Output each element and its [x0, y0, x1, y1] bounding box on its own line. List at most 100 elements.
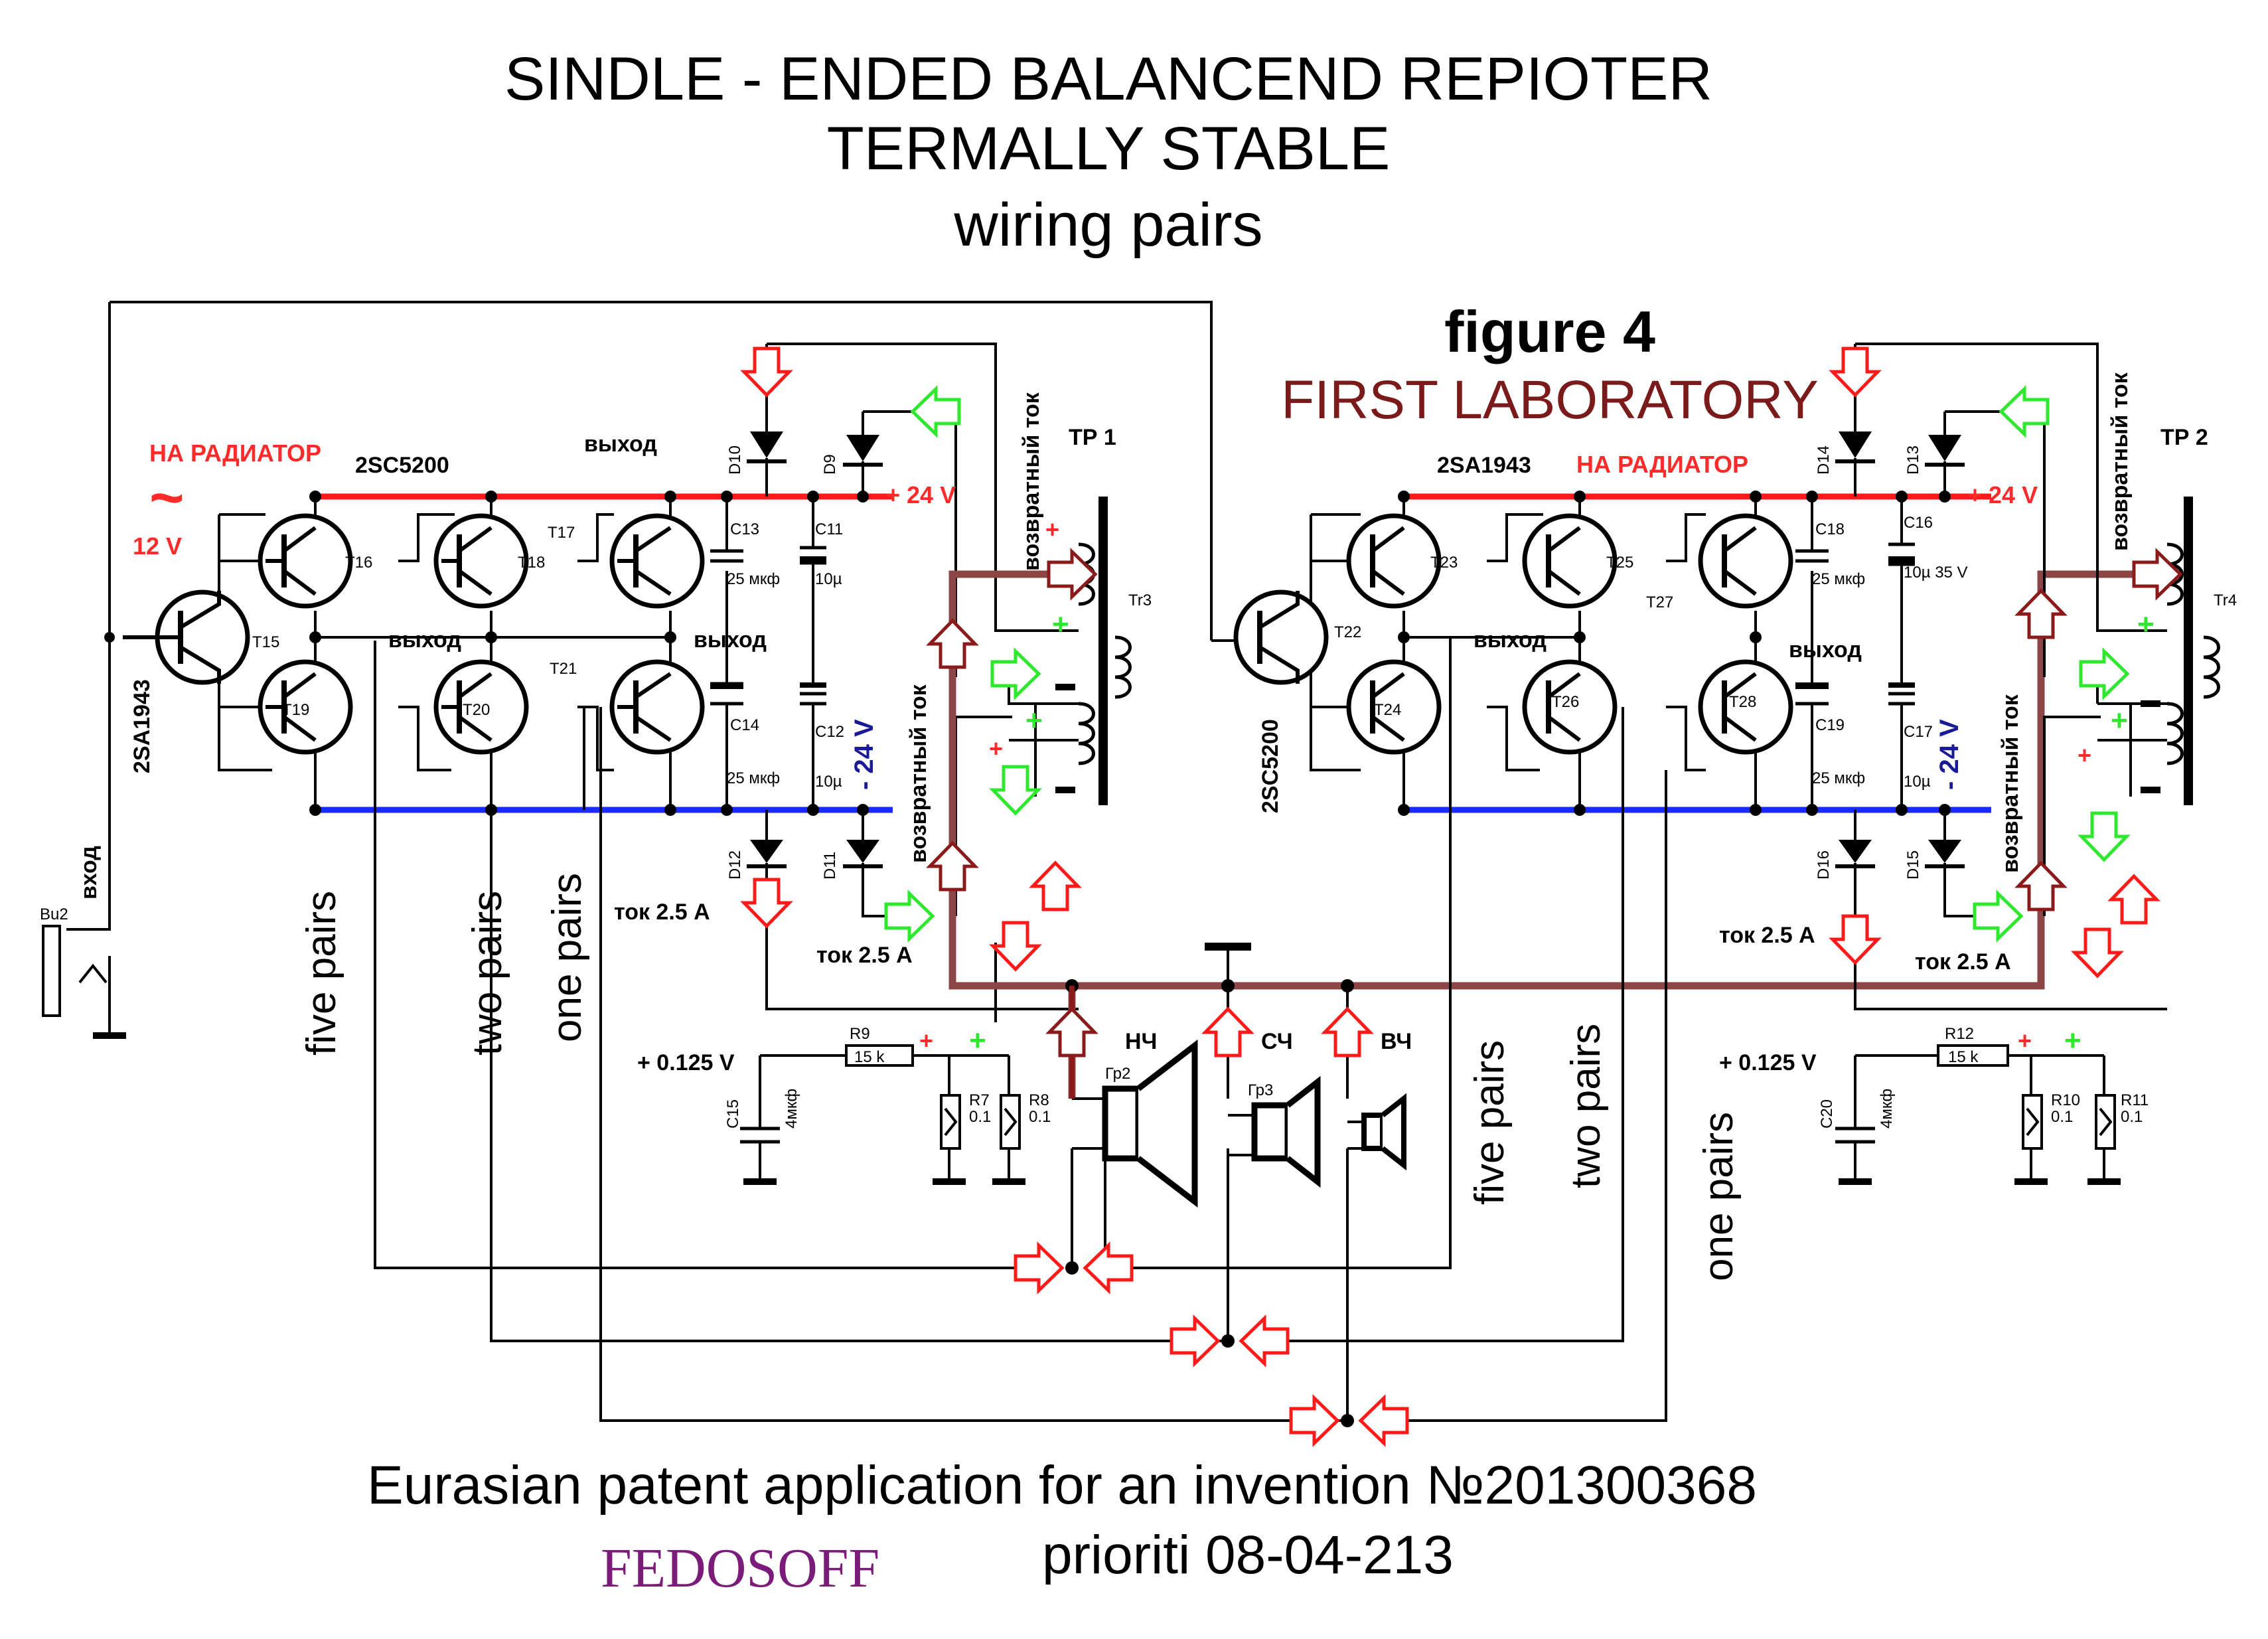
arrow-green-6: [2081, 651, 2127, 696]
arrow-red-12: [1085, 1245, 1132, 1290]
svg-text:C14: C14: [730, 716, 759, 734]
right-current-1: ток 2.5 А: [1719, 923, 1815, 948]
transformer-tr1: Tr3 + + + +: [989, 497, 1152, 805]
arrow-red-4: [993, 923, 1038, 969]
resistor-r7: R7 0.1: [933, 1091, 991, 1185]
svg-text:R7: R7: [969, 1091, 990, 1109]
svg-text:Гр2: Гр2: [1105, 1065, 1130, 1083]
svg-text:+: +: [989, 735, 1003, 762]
svg-text:0.1: 0.1: [2051, 1108, 2073, 1126]
speakers: Гр2 НЧ Гр3 СЧ ВЧ: [1065, 943, 1412, 1427]
svg-text:D9: D9: [821, 454, 839, 475]
left-two-pairs: two pairs: [465, 891, 510, 1055]
label-t24: T24: [1374, 701, 1401, 719]
svg-text:Tr3: Tr3: [1128, 591, 1152, 609]
svg-text:Tr4: Tr4: [2214, 591, 2237, 609]
title-line-1: SINDLE - ENDED BALANCEND REPIOTER: [504, 45, 1712, 113]
svg-text:Bu2: Bu2: [40, 905, 68, 923]
arrow-brown-1: [1049, 552, 1095, 597]
diode-d11: D11: [821, 840, 883, 880]
label-t25: T25: [1606, 554, 1633, 572]
svg-text:D13: D13: [1904, 445, 1922, 475]
left-current-2: ток 2.5 А: [816, 943, 913, 968]
diode-d12: D12: [726, 840, 787, 880]
label-t16: T16: [345, 554, 372, 572]
svg-text:C13: C13: [730, 520, 759, 538]
two-pairs-wire: [490, 810, 1221, 1342]
label-t23: T23: [1430, 554, 1458, 572]
svg-text:+: +: [1025, 704, 1043, 737]
left-return-current-1: возвратный ток: [1019, 392, 1044, 571]
transistor-t16: T16: [258, 513, 372, 609]
left-return-current-2: возвратный ток: [906, 684, 931, 863]
figure-label: figure 4: [1444, 299, 1655, 364]
left-one-pairs: one pairs: [544, 873, 590, 1042]
svg-text:C11: C11: [815, 520, 843, 538]
svg-text:+: +: [2137, 608, 2155, 641]
svg-text:C16: C16: [1904, 514, 1933, 532]
arrow-brown-2: [2134, 552, 2180, 597]
svg-text:D14: D14: [1815, 445, 1833, 475]
label-t21: T21: [550, 660, 577, 678]
resistor-r12: R12 15 k: [1937, 1025, 2009, 1067]
ac-voltage: 12 V: [133, 532, 182, 560]
arrow-brown-5: [2018, 591, 2064, 637]
diode-d13: D13: [1904, 435, 1965, 475]
arrow-green-3: [993, 767, 1038, 813]
svg-text:C18: C18: [1815, 520, 1845, 538]
capacitor-c20: C20 4мкф: [1818, 1089, 1896, 1185]
arrow-green-5: [2001, 389, 2048, 434]
label-t26: T26: [1552, 693, 1579, 711]
one-pairs-wire: [583, 707, 1344, 1422]
transistor-t26: T26: [1522, 659, 1618, 755]
svg-text:D16: D16: [1815, 850, 1833, 880]
transistor-t23: T23: [1346, 513, 1458, 609]
capacitor-c18: C18 25 мкф: [1795, 520, 1865, 588]
label-t15: T15: [252, 633, 279, 651]
right-part-pnp: 2SA1943: [1437, 453, 1531, 478]
arrow-red-2: [1833, 349, 1878, 395]
svg-text:+: +: [2078, 741, 2091, 769]
capacitor-c15: C15 4мкф: [724, 1089, 800, 1185]
svg-text:4мкф: 4мкф: [783, 1089, 800, 1129]
arrow-red-7: [1033, 863, 1078, 909]
right-plus-rail-label: + 24 V: [1968, 481, 2038, 508]
transistor-t19: T19: [258, 659, 353, 755]
svg-text:C19: C19: [1815, 716, 1845, 734]
label-t17: T17: [548, 524, 575, 542]
right-two-pairs: two pairs: [1563, 1024, 1609, 1188]
svg-text:10µ: 10µ: [815, 773, 842, 791]
transistor-t25: T25: [1522, 513, 1633, 609]
transistor-t27: T27: [1646, 513, 1793, 611]
right-part-npn: 2SC5200: [1258, 719, 1283, 813]
left-heatsink-label: НА РАДИАТОР: [149, 439, 321, 467]
left-out-label-mid2: выход: [694, 627, 767, 653]
capacitor-c19: C19 25 мкф: [1795, 682, 1865, 787]
ac-symbol: ~: [149, 465, 185, 531]
arrow-red-10: [1325, 1009, 1370, 1055]
svg-text:+: +: [1052, 608, 1069, 641]
arrow-red-3: [744, 880, 789, 926]
svg-text:+: +: [1045, 516, 1059, 543]
right-transformer-label: ТР 2: [2160, 425, 2208, 450]
arrow-red-8: [2111, 876, 2156, 923]
svg-text:+: +: [2064, 1024, 2081, 1057]
capacitor-c17: C17 10µ: [1888, 682, 1933, 791]
midrange-gr3: Гр3 СЧ: [1228, 1029, 1321, 1188]
transistor-t22: T22: [1233, 589, 1361, 685]
diode-d9: D9: [821, 435, 883, 475]
transistor-t18: T18: [433, 513, 545, 609]
patent-text: Eurasian patent application for an inven…: [367, 1455, 1757, 1516]
svg-text:+: +: [919, 1027, 933, 1054]
left-part-npn: 2SC5200: [355, 453, 449, 478]
arrow-red-13: [1172, 1318, 1218, 1364]
low-freq-label: НЧ: [1125, 1029, 1157, 1054]
svg-text:0.1: 0.1: [969, 1108, 991, 1126]
svg-text:R8: R8: [1029, 1091, 1049, 1109]
left-five-pairs: five pairs: [299, 891, 344, 1055]
right-amplifier: T22 T23 T25 T27 T24: [1102, 343, 2237, 1422]
label-t20: T20: [463, 701, 490, 719]
left-out-label-mid1: выход: [388, 627, 461, 653]
author-name: FEDOSOFF: [601, 1537, 879, 1599]
